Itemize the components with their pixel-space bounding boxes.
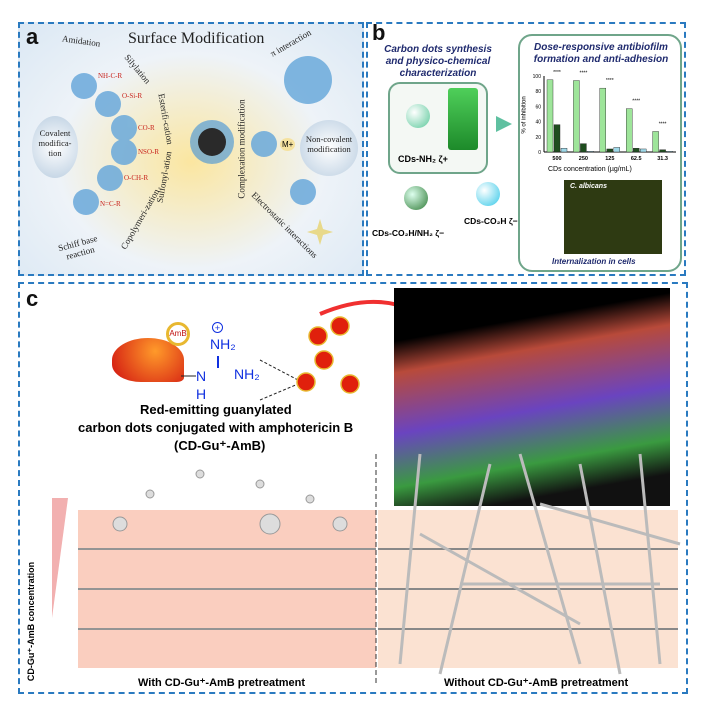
cd-co2h-label: CDs-CO₂H ζ− <box>464 216 518 226</box>
cd-nh2-dot <box>406 104 430 128</box>
x-tick-label: 62.5 <box>631 156 642 162</box>
cd-co2h-dot <box>476 182 500 206</box>
results-box <box>518 34 682 272</box>
significance-marker: **** <box>659 121 667 127</box>
panel-b: b Carbon dots synthesis and physico-chem… <box>366 20 686 276</box>
y-tick-label: 100 <box>533 74 542 80</box>
cd-nh2-label: CDs-NH₂ ζ+ <box>398 154 448 164</box>
group-silylation: O-Si-R <box>122 92 143 100</box>
panel-a-title: Surface Modification <box>128 30 265 47</box>
bar-CDs-NH2-500 <box>546 79 554 153</box>
micrograph-label: C. albicans <box>570 183 607 190</box>
group-sulfonylation: NSO-R <box>138 148 160 156</box>
epithelium-treated <box>78 510 376 668</box>
micrograph: C. albicans <box>564 180 662 254</box>
y-tick-label: 40 <box>535 120 541 126</box>
panel-a-label: a <box>26 24 39 49</box>
y-tick-label: 80 <box>535 89 541 95</box>
guanidine-nh2-right: NH₂ <box>234 366 260 382</box>
chart-title: Dose-responsive antibiofilm formation an… <box>533 42 669 65</box>
significance-marker: **** <box>553 70 561 76</box>
bar-CDs-CO2H-250 <box>587 151 594 153</box>
bar-CDs-CO2H/NH2-62.5 <box>633 147 640 153</box>
complexation-modification: Complexation modification <box>236 99 247 199</box>
panel-a: a Surface Modification Amidation Silylat… <box>18 22 364 276</box>
bar-CDs-CO2H/NH2-250 <box>580 143 587 153</box>
y-tick-label: 0 <box>538 150 541 156</box>
arrow-icon <box>496 116 512 132</box>
cd-co2h-nh2-label: CDs-CO₂H/NH₂ ζ− <box>372 228 445 238</box>
carbon-dot-shape <box>112 338 184 382</box>
cd-caption-2: carbon dots conjugated with amphotericin… <box>78 420 354 435</box>
covalent-modification: Covalent modifica-tion <box>32 116 78 178</box>
bar-CDs-NH2-250 <box>573 80 580 153</box>
guanidine-plus: + <box>212 322 223 333</box>
group-amidation: NH-C-R <box>98 72 123 80</box>
y-tick-label: 20 <box>535 135 541 141</box>
cd-nanoparticles <box>181 299 442 401</box>
amb-badge: AmB <box>166 322 190 346</box>
group-esterification: CO-R <box>138 124 155 132</box>
synthesis-title: Carbon dots synthesis and physico-chemic… <box>384 44 492 79</box>
bar-CDs-NH2-62.5 <box>626 108 633 153</box>
without-pretreatment-label: Without CD-Gu⁺-AmB pretreatment <box>444 677 629 689</box>
bar-CDs-CO2H/NH2-500 <box>553 124 561 153</box>
tissue-fluorescence-image <box>394 288 670 506</box>
bar-CDs-CO2H/NH2-31.3 <box>659 149 666 153</box>
cd-co2h-nh2-dot <box>404 186 428 210</box>
bar-CDs-CO2H-62.5 <box>640 148 647 153</box>
cd-caption-1: Red-emitting guanylated <box>140 402 292 417</box>
x-tick-label: 31.3 <box>657 156 668 162</box>
bar-CDs-CO2H-31.3 <box>666 151 673 153</box>
bar-CDs-NH2-125 <box>599 87 607 153</box>
group-copolymerization: O-CH-R <box>124 174 149 182</box>
x-tick-label: 125 <box>605 156 614 162</box>
cd-caption-3: (CD-Gu⁺-AmB) <box>174 438 266 453</box>
bar-CDs-CO2H-125 <box>613 147 621 153</box>
metal-ion: M+ <box>280 138 296 151</box>
guanidine-nh2-top: NH₂ <box>210 336 236 352</box>
epithelium-untreated-with-hyphae <box>378 510 678 668</box>
significance-marker: **** <box>632 99 640 105</box>
significance-marker: **** <box>606 78 614 84</box>
panel-b-label: b <box>372 20 386 45</box>
panel-c-label: c <box>26 286 39 311</box>
bar-CDs-NH2-31.3 <box>652 131 659 153</box>
bar-CDs-CO2H/NH2-125 <box>606 148 614 153</box>
hyphae-illustration <box>112 453 681 684</box>
group-schiff-base: N=C-R <box>100 200 121 208</box>
surface-modification-illustration <box>71 56 333 245</box>
guanidine-n: N <box>196 368 207 384</box>
x-tick-label: 500 <box>552 156 561 162</box>
y-axis-label: % of inhibition <box>521 96 528 134</box>
internalization-label: Internalization in cells <box>552 257 636 266</box>
panel-c: c AmB + NH₂ N H NH₂ Red-emitting guanyla… <box>18 282 688 694</box>
guanidine-h: H <box>196 386 207 402</box>
x-tick-label: 250 <box>579 156 588 162</box>
x-axis-label: CDs concentration (µg/mL) <box>548 166 632 173</box>
y-tick-label: 60 <box>535 104 541 110</box>
cuvette-image <box>448 88 478 150</box>
significance-marker: **** <box>580 71 588 77</box>
noncovalent-modification: Non-covalent modification <box>300 120 358 176</box>
inhibition-chart: 0 20 40 60 80 100 500 **** 250 **** 125 **** 62.5 ***… <box>533 70 676 162</box>
bar-CDs-CO2H-500 <box>560 147 568 153</box>
with-pretreatment-label: With CD-Gu⁺-AmB pretreatment <box>138 677 306 689</box>
